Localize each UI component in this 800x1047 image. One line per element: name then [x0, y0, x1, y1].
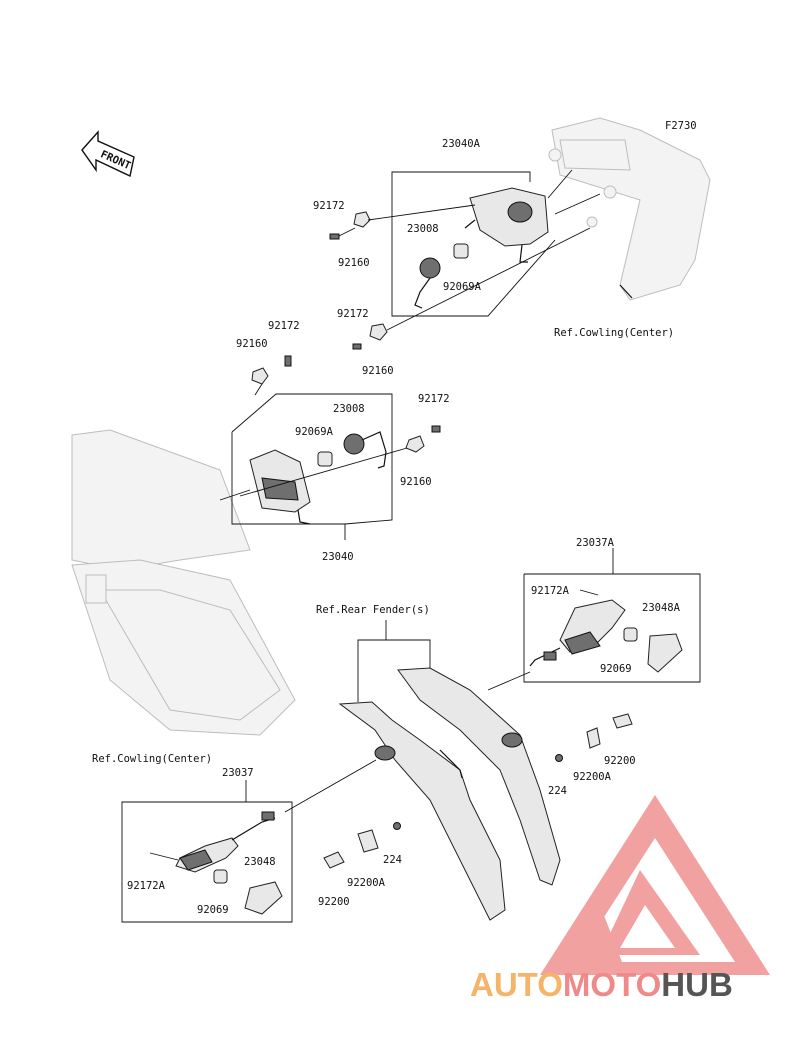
figure-code: F2730: [665, 120, 697, 132]
cowling-center-upper: [548, 117, 711, 301]
headlight-assembly-23040: [219, 393, 393, 540]
screw-224-a: [555, 754, 563, 762]
socket-23008-a: [414, 257, 441, 309]
plate-92200-a: [612, 713, 633, 729]
turn-signal-assembly-23037: [121, 780, 293, 923]
label-92160-a: 92160: [338, 257, 370, 269]
nut-92200A-b: [357, 829, 379, 853]
label-23048A: 23048A: [642, 602, 681, 614]
label-ref-rear-fender: Ref.Rear Fender(s): [316, 604, 430, 616]
label-92172-c: 92172: [268, 320, 300, 332]
label-92160-b: 92160: [362, 365, 394, 377]
label-92172A-b: 92172A: [127, 880, 166, 892]
grommet-92160-a: [353, 204, 476, 228]
grommet-92160-b: [369, 227, 591, 341]
label-92172-b: 92172: [337, 308, 369, 320]
nut-92200A-a: [586, 727, 601, 749]
label-ref-cowling-bottom: Ref.Cowling(Center): [92, 753, 212, 765]
grommet-92160-d: [239, 435, 425, 497]
screw-224-b: [393, 822, 401, 830]
brand-moto: MOTO: [563, 966, 661, 1003]
grommet-92160-c: [251, 367, 269, 396]
label-92172-a: 92172: [313, 200, 345, 212]
rear-fender-bracket: [284, 620, 561, 921]
brand-auto: AUTO: [470, 966, 563, 1003]
automotohub-wordmark: AUTOMOTOHUB: [470, 966, 733, 1003]
socket-23008-b: [343, 431, 387, 469]
label-23008-b: 23008: [333, 403, 365, 415]
label-23037: 23037: [222, 767, 254, 779]
label-23008-a: 23008: [407, 223, 439, 235]
label-224-b: 224: [383, 854, 402, 866]
svg-text:AUTOMOTOHUB: AUTOMOTOHUB: [470, 966, 733, 1003]
label-92172-d: 92172: [418, 393, 450, 405]
label-23040A: 23040A: [442, 138, 481, 150]
label-92200A-b: 92200A: [347, 877, 386, 889]
turn-signal-assembly-23037A: [523, 548, 701, 683]
label-23040: 23040: [322, 551, 354, 563]
label-92069A-b: 92069A: [295, 426, 334, 438]
label-ref-cowling-top: Ref.Cowling(Center): [554, 327, 674, 339]
label-23048: 23048: [244, 856, 276, 868]
label-23037A: 23037A: [576, 537, 615, 549]
label-92200-a: 92200: [604, 755, 636, 767]
label-224-a: 224: [548, 785, 567, 797]
label-92069-b: 92069: [197, 904, 229, 916]
label-92160-d: 92160: [400, 476, 432, 488]
bolt-92172-b: [352, 343, 362, 350]
plate-92200-b: [323, 851, 345, 869]
label-92069A-a: 92069A: [443, 281, 482, 293]
label-92172A-a: 92172A: [531, 585, 570, 597]
bolt-92172-d: [431, 425, 441, 433]
label-92200A-a: 92200A: [573, 771, 612, 783]
bolt-92172-a: [329, 227, 356, 240]
automotohub-logo: [540, 795, 770, 975]
brand-hub: HUB: [661, 966, 733, 1003]
bulb-92069A-b: [317, 451, 333, 467]
front-direction-arrow-icon: FRONT: [81, 130, 135, 178]
bolt-92172-c: [284, 355, 292, 367]
label-92200-b: 92200: [318, 896, 350, 908]
label-92160-c: 92160: [236, 338, 268, 350]
headlight-assembly-23040A: [391, 169, 601, 317]
label-92069-a: 92069: [600, 663, 632, 675]
bulb-92069A-a: [453, 243, 469, 259]
cowling-center-lower-left: [71, 429, 296, 736]
